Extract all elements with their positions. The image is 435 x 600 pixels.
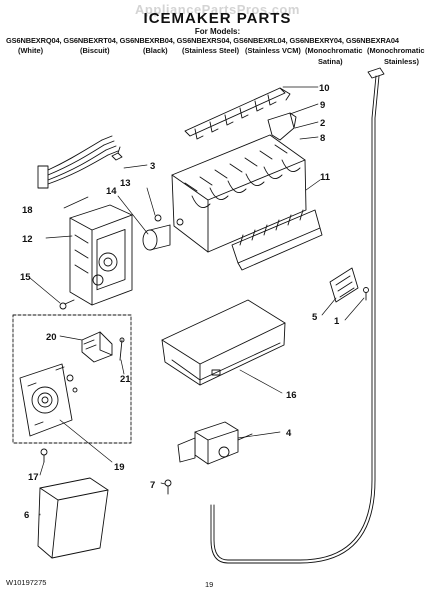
callout-7: 7 <box>150 480 155 491</box>
bracket-part-9 <box>267 112 297 141</box>
callout-8: 8 <box>320 133 325 144</box>
color-stainless: Stainless) <box>384 57 419 66</box>
callout-10: 10 <box>319 83 330 94</box>
callout-11: 11 <box>320 172 331 183</box>
document-number: W10197275 <box>6 578 47 587</box>
screw-part-7 <box>164 479 172 495</box>
callout-5: 5 <box>312 312 318 323</box>
callout-21: 21 <box>120 374 131 385</box>
fill-tube-part-2 <box>210 67 385 564</box>
color-stainless-vcm: (Stainless VCM) <box>245 46 301 55</box>
page-title: ICEMAKER PARTS <box>143 10 292 27</box>
color-stainless-steel: (Stainless Steel) <box>182 46 240 55</box>
water-valve-part-4 <box>177 421 253 465</box>
color-biscuit: (Biscuit) <box>80 46 110 55</box>
callout-16: 16 <box>286 390 297 401</box>
ice-mold-part-8 <box>171 134 307 253</box>
color-black: (Black) <box>143 46 168 55</box>
callout-15: 15 <box>20 272 31 283</box>
color-monochromatic-1: (Monochromatic <box>305 46 363 55</box>
color-satina: Satina) <box>318 57 343 66</box>
color-monochromatic-2: (Monochromatic <box>367 46 425 55</box>
model-numbers: GS6NBEXRQ04, GS6NBEXRT04, GS6NBEXRB04, G… <box>6 36 399 45</box>
stripper-part-11 <box>231 209 323 271</box>
model-colors: (White) (Biscuit) (Black) (Stainless Ste… <box>0 46 435 68</box>
callout-4: 4 <box>286 428 292 439</box>
callout-3: 3 <box>150 161 155 172</box>
page-number: 19 <box>205 580 214 589</box>
screw-part-17 <box>40 448 48 463</box>
callout-2: 2 <box>320 118 325 129</box>
callout-6: 6 <box>24 510 29 521</box>
callout-13: 13 <box>120 178 131 189</box>
watermark: AppliancePartsPros.com <box>135 2 300 17</box>
bracket-part-5-1 <box>329 267 369 303</box>
control-housing-part-12 <box>69 204 133 306</box>
color-white: (White) <box>18 46 44 55</box>
cover-part-6 <box>37 477 109 559</box>
subassembly-box <box>12 314 132 444</box>
callout-9: 9 <box>320 100 325 111</box>
mounting-plate-part-19 <box>19 363 78 437</box>
callout-18: 18 <box>22 205 33 216</box>
callout-20: 20 <box>46 332 57 343</box>
callout-1: 1 <box>334 316 340 327</box>
wire-harness-part-18 <box>37 135 119 189</box>
ejector-part-10 <box>184 87 291 140</box>
screw-part-21 <box>119 337 125 361</box>
tray-part-16 <box>161 299 286 386</box>
leader-lines <box>29 86 365 516</box>
motor-part-20 <box>81 331 113 363</box>
callout-12: 12 <box>22 234 33 245</box>
screw-part-15 <box>59 299 75 310</box>
for-models-label: For Models: <box>194 27 241 36</box>
callout-14: 14 <box>106 186 117 197</box>
clip-part-3 <box>111 146 123 161</box>
shaft-part-13-14 <box>142 214 171 251</box>
callout-19: 19 <box>114 462 125 473</box>
callout-17: 17 <box>28 472 39 483</box>
